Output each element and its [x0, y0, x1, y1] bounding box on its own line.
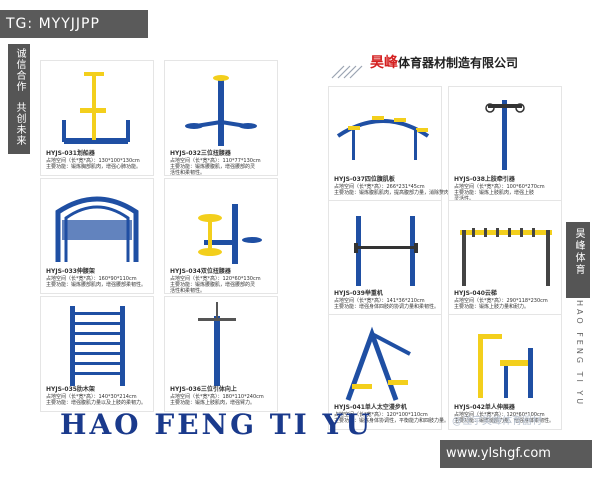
left-tagline-panel: 诚信合作 共创未来 — [8, 44, 30, 154]
company-name: 昊峰体育器材制造有限公司 — [370, 52, 518, 72]
product-size: 占地空间（长*宽*高）：120*100*110cm — [334, 412, 428, 418]
product-size: 占地空间（长*宽*高）：110*77*130cm — [170, 158, 261, 164]
product-code: HYJS-042单人伸展器 — [454, 404, 515, 411]
product-code: HYJS-035肋木架 — [46, 386, 95, 393]
right-tagline-en: HAO FENG TI YU — [575, 300, 584, 408]
wall-bars-icon — [70, 306, 125, 386]
product-function: 主要功能：锻炼腰腹肌，增强腰部的灵 — [170, 282, 256, 288]
product-function: 主要功能：锻炼腰腹肌，增强腰部的灵 — [170, 164, 256, 170]
product-code: HYJS-031划船器 — [46, 150, 95, 157]
product-code: HYJS-032三位扭腰器 — [170, 150, 231, 157]
product-size: 占地空间（长*宽*高）：180*110*240cm — [170, 394, 264, 400]
product-function: 主要功能：锻炼上肢肌肉，增强臂力。 — [170, 400, 256, 406]
product-size: 占地空间（长*宽*高）：140*30*214cm — [46, 394, 137, 400]
product-code: HYJS-037四位腹肌板 — [334, 176, 395, 183]
product-size: 占地空间（长*宽*高）：266*231*45cm — [334, 184, 425, 190]
watermark: @佳宇昊峰体育器材 — [452, 416, 542, 427]
product-function: 主要功能：增强身体四肢的协调力量和柔韧性。 — [334, 304, 440, 310]
right-tagline-cn: 昊峰体育 — [573, 228, 584, 276]
rowing-machine-icon — [62, 72, 130, 144]
tagline-line-1: 诚信合作 — [14, 48, 25, 92]
product-size: 占地空间（长*宽*高）：100*60*270cm — [454, 184, 545, 190]
product-code: HYJS-040云梯 — [454, 290, 497, 297]
product-code: HYJS-038上肢牵引器 — [454, 176, 515, 183]
product-function: 主要功能：锻炼腿部力量，增强身体柔韧性。 — [454, 418, 555, 424]
waist-stretcher-icon — [55, 196, 139, 262]
space-walker-icon — [345, 326, 411, 401]
product-size: 占地空间（长*宽*高）：130*100*130cm — [46, 158, 140, 164]
product-function-cont: 活性和柔韧性。 — [170, 170, 206, 176]
product-size: 占地空间（长*宽*高）：141*36*210cm — [334, 298, 425, 304]
double-twister-icon — [198, 204, 262, 264]
product-code: HYJS-036三位引体向上 — [170, 386, 237, 393]
four-position-situp-board-icon — [336, 116, 430, 160]
weight-lifter-icon — [354, 216, 418, 286]
big-title: HAO FENG TI YU — [60, 408, 373, 441]
product-function: 主要功能：锻炼上肢力量和耐力。 — [454, 304, 530, 310]
product-function: 主要功能：锻炼上肢肌肉，增强上肢 — [454, 190, 535, 196]
product-size: 占地空间（长*宽*高）：120*60*130cm — [170, 276, 261, 282]
footer-url[interactable]: www.ylshgf.com — [446, 446, 551, 461]
company-brand: 昊峰 — [370, 55, 398, 71]
product-card-space-walker: HYJS-041单人太空漫步机占地空间（长*宽*高）：120*100*110cm… — [328, 314, 449, 430]
product-function: 主要功能：锻炼腹肌肌肉，提高腹部力量，消除赘肉。 — [334, 190, 455, 196]
product-function-cont: 活性和柔韧性。 — [170, 288, 206, 294]
three-position-pullup-icon — [198, 302, 236, 386]
product-code: HYJS-039举重机 — [334, 290, 383, 297]
product-code: HYJS-034双位扭腰器 — [170, 268, 231, 275]
product-function: 主要功能：锻炼身体协调性，平衡能力和四肢力量。 — [334, 418, 450, 424]
product-size: 占地空间（长*宽*高）：160*90*110cm — [46, 276, 137, 282]
header-tag: TG: MYYJJPP — [6, 16, 100, 32]
product-code: HYJS-033伸腰架 — [46, 268, 95, 275]
company-suffix: 体育器材制造有限公司 — [398, 56, 519, 70]
decor-stripes-icon — [331, 65, 363, 79]
product-size: 占地空间（长*宽*高）：120*60*100cm — [454, 412, 545, 418]
footer-url-bar[interactable]: www.ylshgf.com — [440, 440, 592, 468]
product-size: 占地空间（长*宽*高）：290*118*230cm — [454, 298, 548, 304]
tagline-line-2: 共创未来 — [14, 102, 25, 146]
upper-limb-traction-icon — [485, 100, 525, 170]
header-tag-bar: TG: MYYJJPP — [0, 10, 148, 38]
product-function: 主要功能：锻炼腰部肌肉，增强腰部柔韧性。 — [46, 282, 147, 288]
product-code: HYJS-041单人太空漫步机 — [334, 404, 407, 411]
three-position-twister-icon — [185, 75, 257, 146]
product-function-cont: 灵活性。 — [454, 196, 475, 202]
right-tagline-en-panel: HAO FENG TI YU — [566, 300, 590, 407]
product-function: 主要功能：增强腹肌力量以及上肢的柔韧力。 — [46, 400, 147, 406]
product-function: 主要功能：锻炼胸部肌肉，增强心肺功能。 — [46, 164, 142, 170]
stretcher-icon — [478, 334, 533, 398]
monkey-bars-icon — [460, 228, 552, 286]
right-tagline-panel: 昊峰体育 — [566, 222, 590, 298]
